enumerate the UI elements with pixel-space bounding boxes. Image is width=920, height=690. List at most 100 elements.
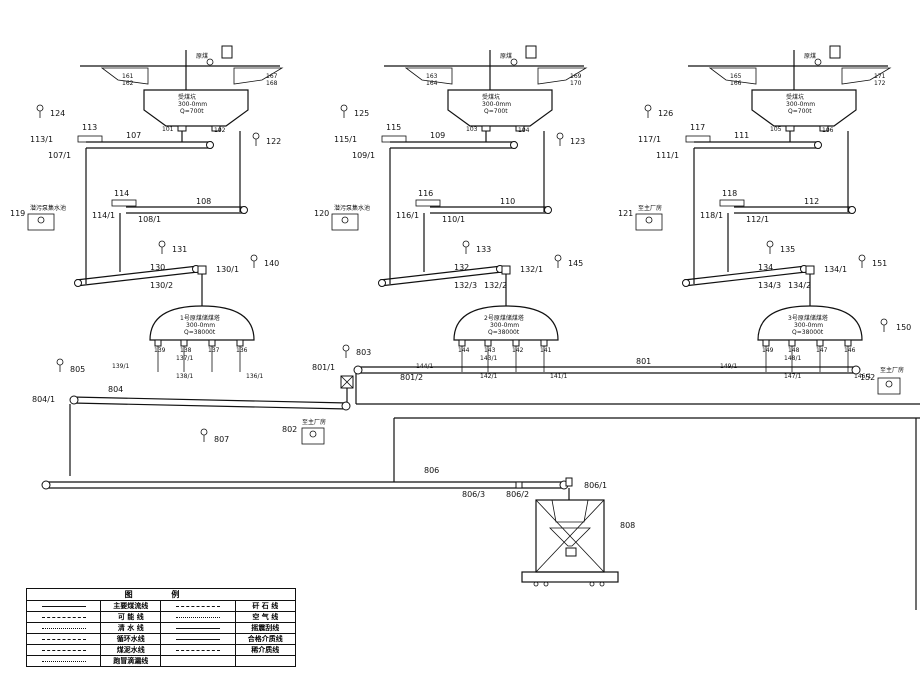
tag-806-3: 806/3 [462,490,485,499]
sump-pump [341,216,349,224]
silo-outlet-1 [788,339,796,347]
silo-title: 2号原煤储煤塔 [484,314,524,322]
tag-t1b: 115/1 [334,135,357,144]
feeder-b: 164 [426,80,438,87]
gauge-807: 807 [200,428,229,444]
silo-808[interactable]: 808 [521,488,635,587]
raw-bin-valve [510,58,518,66]
label-804: 804 [108,385,123,394]
gauge-a-dial [340,104,348,112]
gauge-c-dial [766,240,774,248]
incline-transfer [197,265,207,275]
silo-cap: Q=38000t [792,329,824,336]
svg-text:至主厂房: 至主厂房 [302,418,326,426]
silo-tag-1: 143/1 [480,355,497,362]
incline-bot [683,271,807,287]
tag-t1: 117 [690,123,705,132]
transfer-2 [111,199,137,207]
conveyor-801[interactable]: 801 [353,357,861,375]
outlet-a-label: 103 [466,126,478,133]
feeder-c: 171 [874,73,886,80]
silo-outlet-1 [484,339,492,347]
conv-b-label: 108 [196,197,211,206]
gauge-b-dial [556,132,564,140]
silo-out-label-1: 148 [788,347,800,354]
tag-t1c: 107/1 [48,151,71,160]
bin-title: 受煤坑 [482,93,500,101]
tag-t2c: 112/1 [746,215,769,224]
transfer-1 [685,135,711,143]
hopper-right [841,67,892,85]
silo-outlet-3 [844,339,852,347]
feeder-d: 172 [874,80,886,87]
incline-transfer [805,265,815,275]
silo-tag-2: 142/1 [480,373,497,380]
outlet-a [785,125,795,132]
raw-bin-box [525,45,537,59]
legend-table: 图 例 主要煤流线矸 石 线 可 能 线空 气 线 清 水 线摇震刮线 循环水线… [25,588,297,667]
conv-a-label: 109 [430,131,445,140]
conv-b-pulley [848,206,856,214]
feeder-b: 162 [122,80,134,87]
outlet-a-label: 105 [770,126,782,133]
bin-cap: Q=700t [484,108,508,115]
transfer-1 [77,135,103,143]
tag-t2c: 110/1 [442,215,465,224]
sump-label: 潜污泵集水池 [30,204,66,212]
feeder-d: 170 [570,80,582,87]
outlet-b [211,125,221,132]
silo-tag-1: 137/1 [176,355,193,362]
incline-tag-b: 130/2 [150,281,173,290]
sump-pump [37,216,45,224]
bin-size: 300-0mm [786,101,815,108]
silo-out-label-2: 147 [816,347,828,354]
silo-out-label-3: 146 [844,347,856,354]
sump-box [27,213,55,231]
incline-top [379,265,503,281]
feeder-c: 169 [570,73,582,80]
silo-out-label-2: 137 [208,347,220,354]
outlet-b [515,125,525,132]
tag-t1b: 113/1 [30,135,53,144]
conv-b-label: 110 [500,197,515,206]
bin-size: 300-0mm [482,101,511,108]
conv-a-label: 111 [734,131,749,140]
svg-text:至主厂房: 至主厂房 [880,366,904,374]
incline-top [683,265,807,281]
incline-tag-a: 134/1 [824,265,847,274]
outlet-a [481,125,491,132]
hopper-left [708,67,757,85]
incline-tail [682,279,690,287]
gauge-c-dial [158,240,166,248]
silo-out-label-3: 141 [540,347,552,354]
gauge-d-label: 140 [264,259,279,268]
silo-out-label-1: 143 [484,347,496,354]
tag-t2: 114 [114,189,129,198]
conveyor-804[interactable]: 804 [69,385,351,411]
gauge-c-label: 131 [172,245,187,254]
tag-t2: 118 [722,189,737,198]
gauge-a-label: 126 [658,109,673,118]
gauge-c-label: 135 [780,245,795,254]
gauge-805: 805 [56,358,85,374]
silo-outlet-0 [458,339,466,347]
diverter-801[interactable] [340,375,354,389]
silo-out-label-2: 142 [512,347,524,354]
hopper-left [100,67,149,85]
feeder-a: 161 [122,73,134,80]
silo-tag-2: 138/1 [176,373,193,380]
svg-text:152: 152 [860,373,875,382]
silo-tag-3: 141/1 [550,373,567,380]
conv-a-pulley [814,141,822,149]
raw-bin-label: 原煤 [500,52,512,60]
receiving-bin [143,89,249,127]
incline-transfer [501,265,511,275]
transfer-1 [381,135,407,143]
conveyor-806[interactable]: 806 [41,466,569,490]
silo-outlet-2 [816,339,824,347]
gauge-c-dial [462,240,470,248]
raw-bin-label: 原煤 [196,52,208,60]
